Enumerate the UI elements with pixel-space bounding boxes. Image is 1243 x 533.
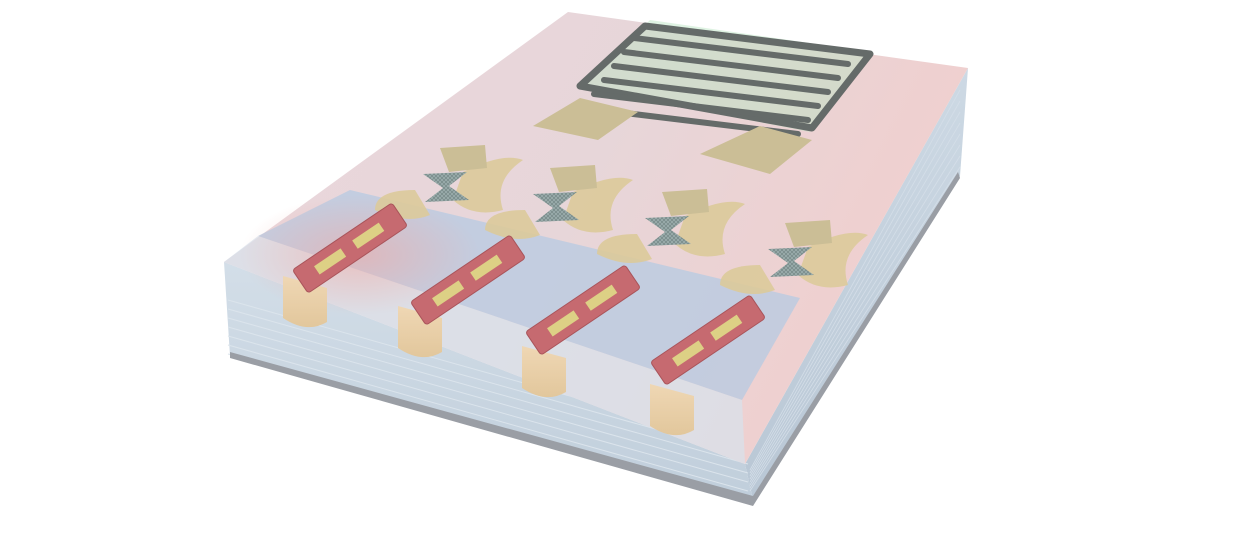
sensor-element <box>526 265 640 355</box>
sensor-slot <box>710 314 743 341</box>
gate-mesh <box>423 172 469 202</box>
source-trace <box>720 265 775 294</box>
sensor-element <box>651 295 765 385</box>
substrate-side-line <box>749 144 961 486</box>
substrate-side-line <box>749 122 961 480</box>
substrate-front-face <box>224 262 753 500</box>
gate-trace <box>563 177 633 233</box>
gate-pad <box>550 165 597 192</box>
substrate-side-line <box>749 155 961 489</box>
sensor-slot <box>432 280 465 307</box>
heater-pad-right <box>700 126 812 174</box>
sensor-slot <box>470 254 503 281</box>
gate-mesh <box>533 192 579 222</box>
transistor-unit <box>283 145 523 328</box>
substrate-layer-line <box>227 326 749 474</box>
substrate-side-line <box>749 133 961 483</box>
sensor-slot <box>352 222 385 249</box>
sensor-element <box>293 203 407 293</box>
sensor-slot <box>672 340 705 367</box>
sensor-slot <box>314 248 347 275</box>
sensor-element <box>411 235 525 325</box>
gate-trace <box>453 157 523 213</box>
contact-block <box>650 384 694 436</box>
substrate-side-line <box>749 89 961 471</box>
gate-trace <box>798 232 868 288</box>
sensor-slot <box>585 284 618 311</box>
substrate-layer-line <box>227 344 749 492</box>
heater-group <box>576 20 874 137</box>
gate-trace <box>675 201 745 257</box>
transistor-unit <box>522 189 745 398</box>
substrate-side-line <box>749 100 961 474</box>
source-trace <box>485 210 540 239</box>
heater-trace <box>601 77 821 109</box>
source-trace <box>597 234 652 263</box>
contact-block <box>283 276 327 328</box>
substrate-layer-line <box>227 335 749 483</box>
heater-trace <box>631 35 851 67</box>
gate-pad <box>785 220 832 247</box>
gate-mesh <box>768 247 814 277</box>
gate-pad <box>662 189 709 216</box>
substrate-layer-line <box>227 317 749 465</box>
transistor-unit <box>650 220 868 436</box>
heater-trace <box>611 63 831 95</box>
substrate-side-line <box>749 166 961 492</box>
sensor-slot <box>547 310 580 337</box>
heater-trace <box>591 91 811 123</box>
contact-block <box>522 346 566 398</box>
heater-trace <box>621 49 841 81</box>
gate-mesh <box>645 216 691 246</box>
heater-pad-left <box>533 98 638 140</box>
transistor-unit <box>398 165 633 358</box>
substrate-side-line <box>749 111 961 477</box>
gate-pad <box>440 145 487 172</box>
